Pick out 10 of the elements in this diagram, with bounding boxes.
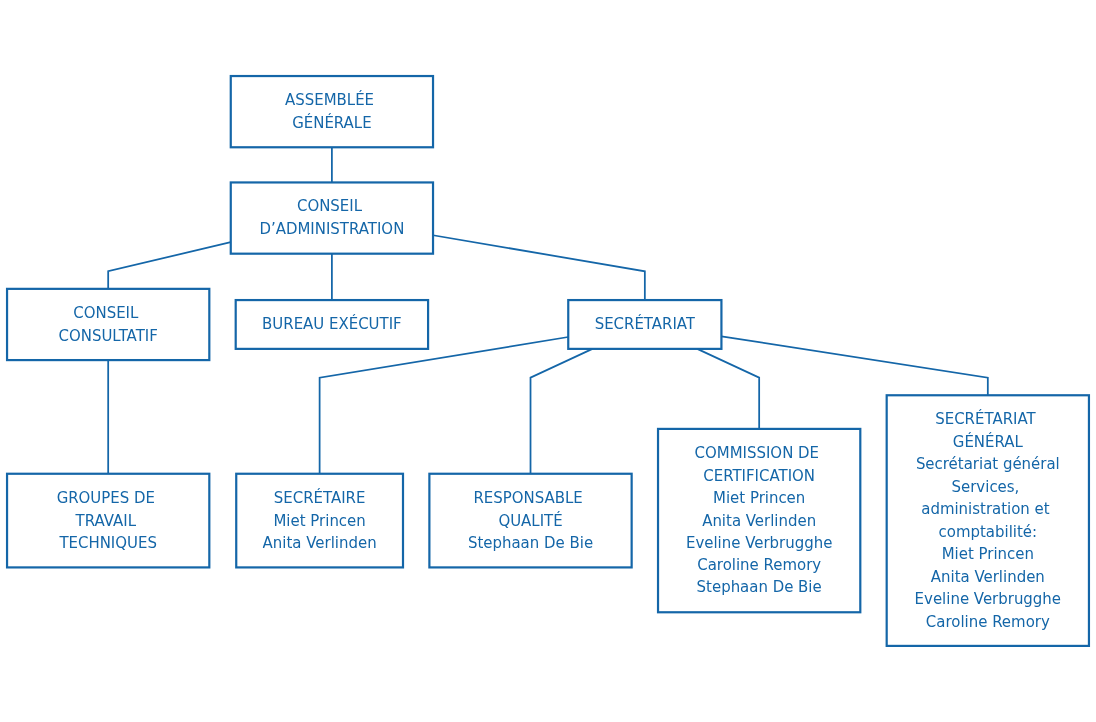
node-box: SECRÉTAIRE Miet Princen Anita Verlinden	[235, 472, 405, 569]
node-box: GROUPES DE TRAVAIL TECHNIQUES	[5, 472, 211, 569]
node-box: COMMISSION DE CERTIFICATION Miet Princen Anita Verlinden Eveline Verbrugghe Caroline Remory Stephaan De Bie	[656, 427, 862, 614]
node-box: CONSEIL D’ADMINISTRATION	[229, 181, 435, 255]
node-box: BUREAU EXÉCUTIF	[234, 299, 430, 350]
node-box: CONSEIL CONSULTATIF	[5, 287, 211, 362]
node-box: SECRÉTARIAT	[567, 299, 723, 350]
node-box: ASSEMBLÉE GÉNÉRALE	[229, 74, 435, 149]
node-box: SECRÉTARIAT GÉNÉRAL Secrétariat général Services, administration et comptabilité: Miet Princen Anita Verlinden Eveline Verbrugghe Caroline Remory	[885, 394, 1091, 648]
node-box: RESPONSABLE QUALITÉ Stephaan De Bie	[428, 472, 633, 569]
